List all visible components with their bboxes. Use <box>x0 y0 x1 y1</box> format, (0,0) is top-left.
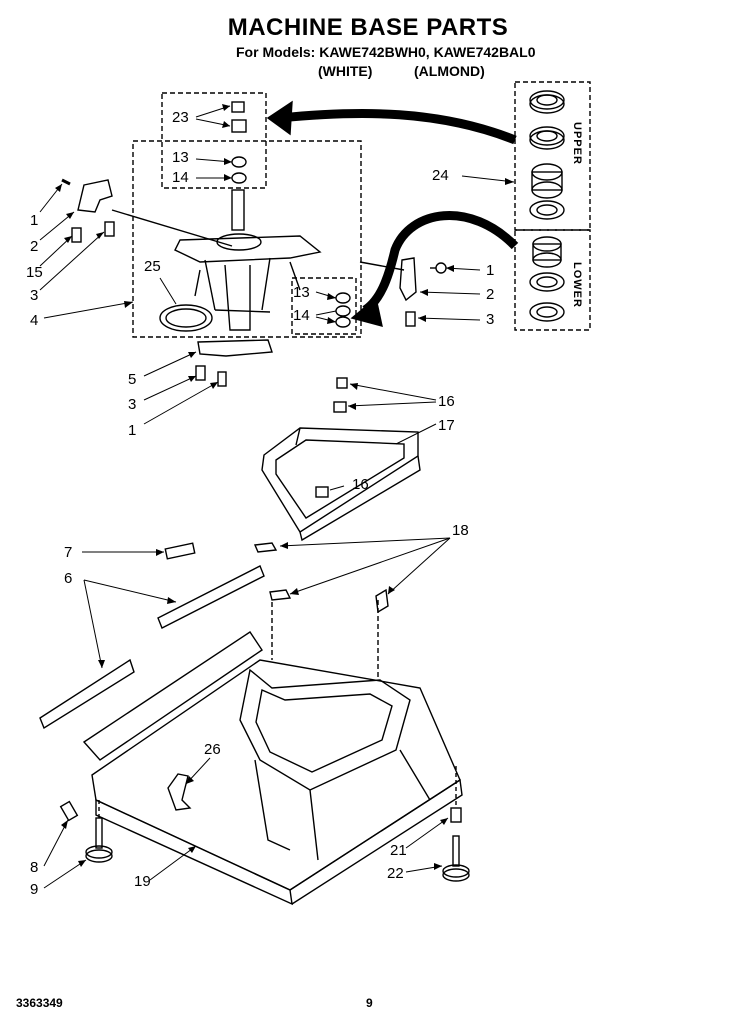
part-21-22-foot <box>442 766 470 882</box>
part-5-strap <box>195 339 273 387</box>
callout-1-lower: 1 <box>128 422 137 439</box>
part-18-clips <box>253 542 389 614</box>
callout-23: 23 <box>172 109 189 126</box>
leader-arrowheads <box>55 104 514 870</box>
kit-label-lower: LOWER <box>571 262 583 308</box>
part-25-ring <box>159 304 213 332</box>
callout-2: 2 <box>30 238 39 255</box>
callout-17: 17 <box>438 417 455 434</box>
spindle-assembly <box>174 189 322 331</box>
callout-16-lower: 16 <box>352 476 369 493</box>
machine-base-frame <box>82 600 463 906</box>
callout-22: 22 <box>387 865 404 882</box>
callout-25: 25 <box>144 258 161 275</box>
callout-9: 9 <box>30 881 39 898</box>
box-kit-upper <box>514 81 591 231</box>
callout-21: 21 <box>390 842 407 859</box>
kit-arrow-upper <box>279 109 517 145</box>
variant-white: (WHITE) <box>318 63 373 79</box>
part-7-spring <box>164 542 196 560</box>
callout-5: 5 <box>128 371 137 388</box>
callout-26: 26 <box>204 741 221 758</box>
callout-2-right: 2 <box>486 286 495 303</box>
kit-arrow-lower-head <box>350 296 383 327</box>
variant-almond: (ALMOND) <box>414 63 485 79</box>
box-kit-lower <box>514 229 591 331</box>
left-bracket-parts <box>61 178 233 247</box>
part-13-14-lower <box>335 292 351 328</box>
callout-18: 18 <box>452 522 469 539</box>
box-4-assembly <box>132 140 362 338</box>
box-23-13-14 <box>161 92 267 189</box>
models-line: For Models: KAWE742BWH0, KAWE742BAL0 <box>236 44 536 60</box>
part-17-frame <box>261 427 421 542</box>
callout-16: 16 <box>438 393 455 410</box>
page-number: 9 <box>366 996 373 1010</box>
part-23-caps <box>231 101 247 184</box>
callout-1: 1 <box>30 212 39 229</box>
part-number: 3363349 <box>16 996 63 1010</box>
callout-15: 15 <box>26 264 43 281</box>
callout-3-lower: 3 <box>128 396 137 413</box>
callout-14: 14 <box>172 169 189 186</box>
kit-label-upper: UPPER <box>571 122 583 165</box>
callout-14-lower: 14 <box>293 307 310 324</box>
callout-13-lower: 13 <box>293 284 310 301</box>
part-6-rail-lower <box>39 658 135 730</box>
part-26-bracket <box>167 773 192 811</box>
callout-8: 8 <box>30 859 39 876</box>
page-title: MACHINE BASE PARTS <box>227 14 509 41</box>
part-8-9-foot <box>59 800 113 863</box>
box-13-14-lower <box>291 277 357 335</box>
kit-arrow-upper-head <box>266 100 293 136</box>
kit-upper-rings <box>529 90 565 220</box>
callout-7: 7 <box>64 544 73 561</box>
kit-lower-rings <box>529 236 565 322</box>
callout-19: 19 <box>134 873 151 890</box>
callout-13: 13 <box>172 149 189 166</box>
callout-6: 6 <box>64 570 73 587</box>
callout-3: 3 <box>30 287 39 304</box>
callout-24: 24 <box>432 167 449 184</box>
part-16-clips <box>315 377 348 498</box>
callout-1-right: 1 <box>486 262 495 279</box>
callout-4: 4 <box>30 312 39 329</box>
kit-arrow-lower <box>362 211 519 314</box>
part-6-rail-upper <box>157 565 265 629</box>
callout-3-right: 3 <box>486 311 495 328</box>
